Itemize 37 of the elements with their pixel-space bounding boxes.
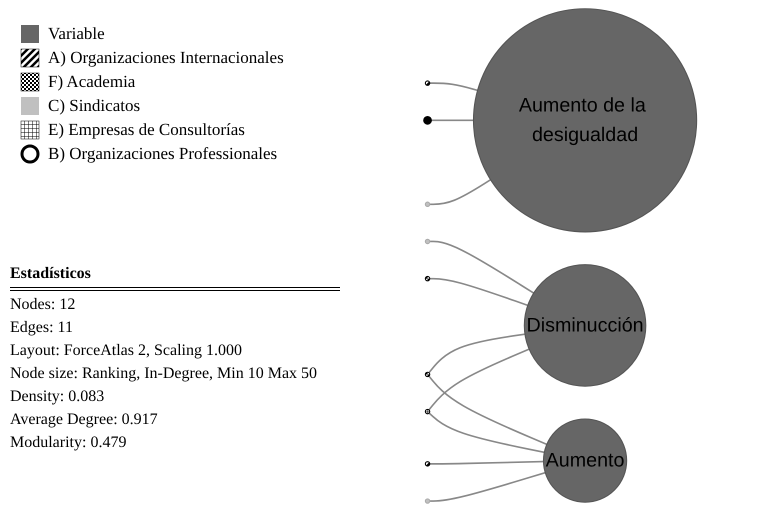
node-circle [424, 80, 430, 86]
connector [428, 333, 526, 374]
legend-label: C) Sindicatos [48, 96, 140, 116]
statistic-line: Density: 0.083 [10, 388, 106, 406]
legend-label: A) Organizaciones Internacionales [48, 48, 284, 68]
connector [430, 278, 528, 306]
statistic-line: Layout: ForceAtlas 2, Scaling 1.000 [10, 342, 243, 360]
legend-label: E) Empresas de Consultorías [48, 120, 245, 140]
connector [430, 120, 474, 122]
statistic-line: Average Degree: 0.917 [10, 411, 159, 429]
node-circle: Aumento [542, 418, 628, 503]
statistic-line: Modularity: 0.479 [10, 434, 128, 452]
connector [428, 348, 530, 410]
legend-label: B) Organizaciones Professionales [48, 144, 278, 164]
statistic-line: Edges: 11 [10, 319, 74, 337]
node-circle [424, 276, 430, 282]
node-circle [423, 116, 432, 125]
connector [430, 82, 478, 92]
statistic-line: Node size: Ranking, In-Degree, Min 10 Max 50 [10, 365, 318, 383]
node-circle: Disminucción [524, 264, 646, 387]
legend-label: Variable [48, 24, 105, 44]
node-circle [424, 238, 430, 244]
connector [430, 179, 492, 206]
node-circle [424, 202, 430, 208]
panel-heading: Estadísticos [10, 265, 340, 291]
node-circle: Aumento de la desigualdad [472, 8, 698, 232]
connector [428, 412, 544, 454]
node-circle [424, 408, 430, 414]
node-circle [424, 372, 430, 378]
node-circle [424, 498, 430, 504]
connector [428, 376, 548, 446]
connector [430, 472, 546, 502]
node-circle [424, 461, 430, 467]
legend-label: F) Academia [48, 72, 136, 92]
connector [430, 240, 534, 294]
connector [430, 460, 544, 465]
statistic-line: Nodes: 12 [10, 296, 76, 314]
